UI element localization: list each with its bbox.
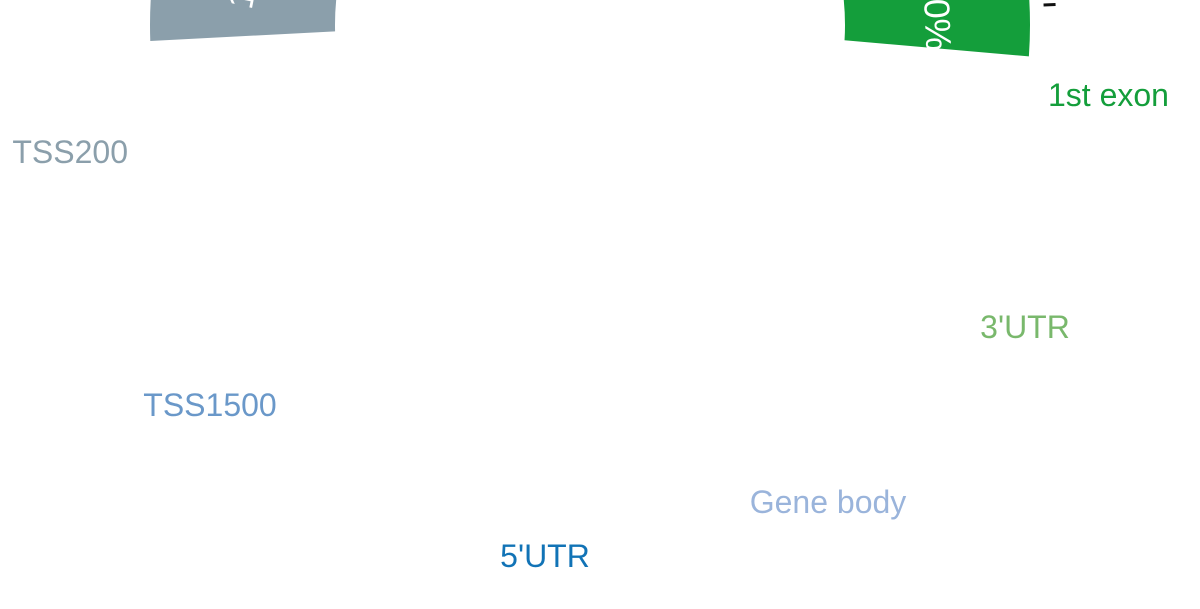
slices-group	[150, 0, 1030, 57]
slice-tss200	[150, 0, 337, 42]
category-label: TSS200	[12, 134, 128, 170]
leader-lines-group	[1043, 3, 1056, 7]
category-label: Gene body	[750, 484, 907, 520]
value-label: 8.0%	[915, 0, 960, 52]
slice-1st-exon	[843, 0, 1030, 57]
leader-line	[1043, 3, 1056, 7]
category-label: 1st exon	[1048, 77, 1169, 113]
category-label: 5'UTR	[500, 538, 590, 574]
category-label: TSS1500	[143, 387, 276, 423]
category-label: 3'UTR	[980, 309, 1070, 345]
